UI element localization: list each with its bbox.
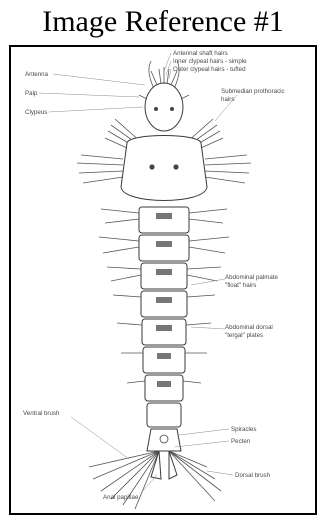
label-antennal-shaft-hairs: Antennal shaft hairs [173,50,228,57]
label-dorsal-brush: Dorsal brush [235,472,271,479]
label-antenna: Antenna [25,71,49,78]
label-outer-clypeal-hairs: Outer clypeal hairs - tufted [173,66,246,73]
label-abdominal-palmate-1: Abdominal palmate [225,274,279,281]
larva-abdomen [99,207,229,427]
label-submedian-prothoracic-2: hairs [221,96,234,103]
label-ventral-brush: Ventral brush [23,410,60,417]
label-spiracles: Spiracles [231,426,256,433]
label-anal-papillae: Anal papillae [103,494,139,501]
label-abdominal-dorsal-1: Abdominal dorsal [225,324,273,331]
callout-leaders [39,53,237,493]
page-title: Image Reference #1 [0,4,326,40]
label-abdominal-palmate-2: "float" hairs [225,282,256,289]
label-pecten: Pecten [231,438,251,445]
label-inner-clypeal-hairs: Inner clypeal hairs - simple [173,58,247,65]
label-submedian-prothoracic-1: Submedian prothoracic [221,88,285,95]
label-palp: Palp [25,90,38,97]
larva-thorax [77,136,251,201]
mosquito-larva-diagram: Antennal shaft hairs Inner clypeal hairs… [11,47,315,513]
label-clypeus: Clypeus [25,109,47,116]
label-abdominal-dorsal-2: "tergal" plates [225,332,263,339]
larva-diagram-frame: Antennal shaft hairs Inner clypeal hairs… [9,45,317,515]
